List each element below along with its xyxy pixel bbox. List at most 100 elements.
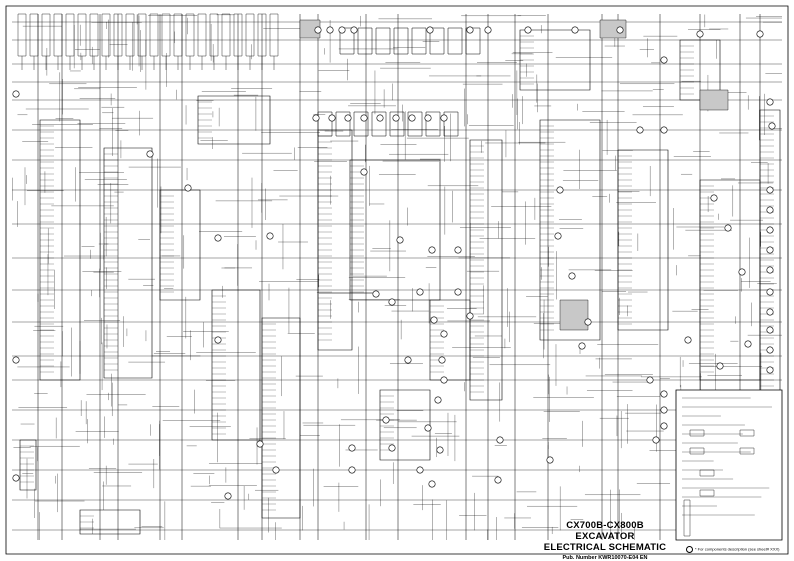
notes-box	[676, 390, 782, 540]
component-block	[540, 120, 600, 340]
relay-module	[358, 28, 372, 54]
connector-ref-marker	[767, 289, 773, 295]
fuse-block	[210, 14, 218, 56]
legend-symbol	[700, 470, 714, 476]
connector-ref-marker	[767, 99, 773, 105]
fuse-block	[138, 14, 146, 56]
component-block	[380, 390, 430, 460]
connector-ref-marker	[767, 267, 773, 273]
connector-ref-marker	[327, 27, 333, 33]
connector-ref-marker	[485, 27, 491, 33]
connector-ref-marker	[429, 247, 435, 253]
component-block	[470, 140, 502, 400]
connector-ref-marker	[661, 407, 667, 413]
wiring-layer	[12, 14, 782, 540]
connector-ref-marker	[661, 127, 667, 133]
connector-ref-marker	[637, 127, 643, 133]
component-block	[262, 318, 300, 518]
fuse-block	[114, 14, 122, 56]
connector-ref-marker	[425, 425, 431, 431]
fuse-block	[270, 14, 278, 56]
component-block	[350, 160, 440, 300]
fuse-block	[30, 14, 38, 56]
connector-ref-marker	[767, 327, 773, 333]
connector-ref-marker	[767, 347, 773, 353]
connector-ref-marker	[441, 115, 447, 121]
connector-ref-marker	[315, 27, 321, 33]
component-block	[430, 300, 470, 380]
connector-ref-marker	[373, 291, 379, 297]
connector-ref-marker	[361, 115, 367, 121]
relay-module	[354, 112, 368, 136]
schematic-title: CX700B-CX800B EXCAVATOR	[566, 520, 644, 542]
sheet-border	[6, 6, 788, 554]
relay-module	[340, 28, 354, 54]
connector-ref-marker	[435, 397, 441, 403]
connector-ref-marker	[455, 289, 461, 295]
connector-ref-marker	[557, 187, 563, 193]
fuse-block	[198, 14, 206, 56]
connector-ref-marker	[439, 357, 445, 363]
fuse-block	[54, 14, 62, 56]
connector-ref-marker	[13, 475, 19, 481]
connector-ref-marker	[427, 27, 433, 33]
notes-legend-box	[676, 390, 782, 540]
connector-ref-marker	[525, 27, 531, 33]
connector-ref-marker	[417, 467, 423, 473]
connector-ref-marker	[13, 91, 19, 97]
relay-module	[372, 112, 386, 136]
schematic-subtitle: ELECTRICAL SCHEMATIC	[543, 542, 667, 553]
component-footnote: * For components description (see sheet#…	[686, 546, 780, 553]
connector-ref-marker	[349, 467, 355, 473]
shaded-block	[600, 20, 626, 38]
component-block	[20, 440, 36, 490]
connector-ref-marker	[215, 235, 221, 241]
fuse-block	[258, 14, 266, 56]
shaded-block	[560, 300, 588, 330]
connector-ref-marker	[711, 195, 717, 201]
connector-ref-marker	[225, 493, 231, 499]
connector-ref-marker	[383, 417, 389, 423]
connector-ref-marker	[273, 467, 279, 473]
connector-ref-marker	[569, 273, 575, 279]
connector-ref-marker	[585, 319, 591, 325]
fuse-block	[42, 14, 50, 56]
connector-ref-marker	[739, 269, 745, 275]
connector-ref-marker	[467, 313, 473, 319]
connector-ref-marker	[349, 445, 355, 451]
relay-module	[390, 112, 404, 136]
legend-symbol	[690, 430, 704, 436]
fuse-block	[162, 14, 170, 56]
connector-ref-marker	[393, 115, 399, 121]
legend-symbol	[700, 490, 714, 496]
connector-ref-marker	[441, 331, 447, 337]
connector-ref-marker	[767, 187, 773, 193]
connector-ref-marker	[185, 185, 191, 191]
connector-ref-marker	[647, 377, 653, 383]
connector-ref-marker	[405, 357, 411, 363]
connector-ref-marker	[661, 391, 667, 397]
relay-module	[412, 28, 426, 54]
connector-ref-marker	[767, 367, 773, 373]
legend-bracket	[684, 500, 690, 536]
component-blocks	[18, 14, 780, 534]
fuse-block	[90, 14, 98, 56]
connector-ref-marker	[697, 31, 703, 37]
fuse-block	[18, 14, 26, 56]
connector-ref-marker	[437, 447, 443, 453]
connector-ref-marker	[767, 309, 773, 315]
connector-ref-marker	[431, 317, 437, 323]
connector-ref-marker	[767, 227, 773, 233]
connector-ref-marker	[725, 225, 731, 231]
connector-ref-marker	[455, 247, 461, 253]
connector-ref-marker	[13, 357, 19, 363]
fuse-block	[126, 14, 134, 56]
fuse-block	[246, 14, 254, 56]
connector-ref-marker	[579, 343, 585, 349]
connector-ref-marker	[467, 27, 473, 33]
fuse-block	[234, 14, 242, 56]
relay-module	[430, 28, 444, 54]
fuse-block	[174, 14, 182, 56]
shaded-block	[700, 90, 728, 110]
